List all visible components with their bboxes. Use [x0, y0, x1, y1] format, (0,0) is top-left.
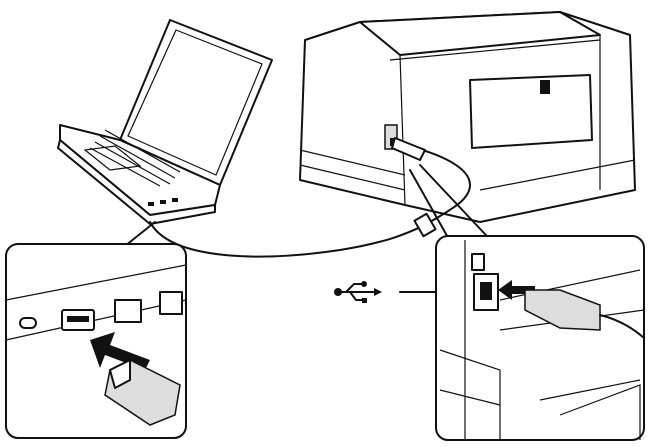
printer-port-inset	[435, 235, 645, 441]
printer-icon	[299, 11, 636, 223]
usb-symbol-icon	[334, 281, 382, 303]
arrow-icon	[90, 332, 150, 370]
arrow-icon	[498, 280, 535, 300]
usb-cable-icon	[149, 221, 426, 258]
laptop-port-inset	[5, 243, 187, 439]
laptop-icon	[57, 19, 273, 225]
